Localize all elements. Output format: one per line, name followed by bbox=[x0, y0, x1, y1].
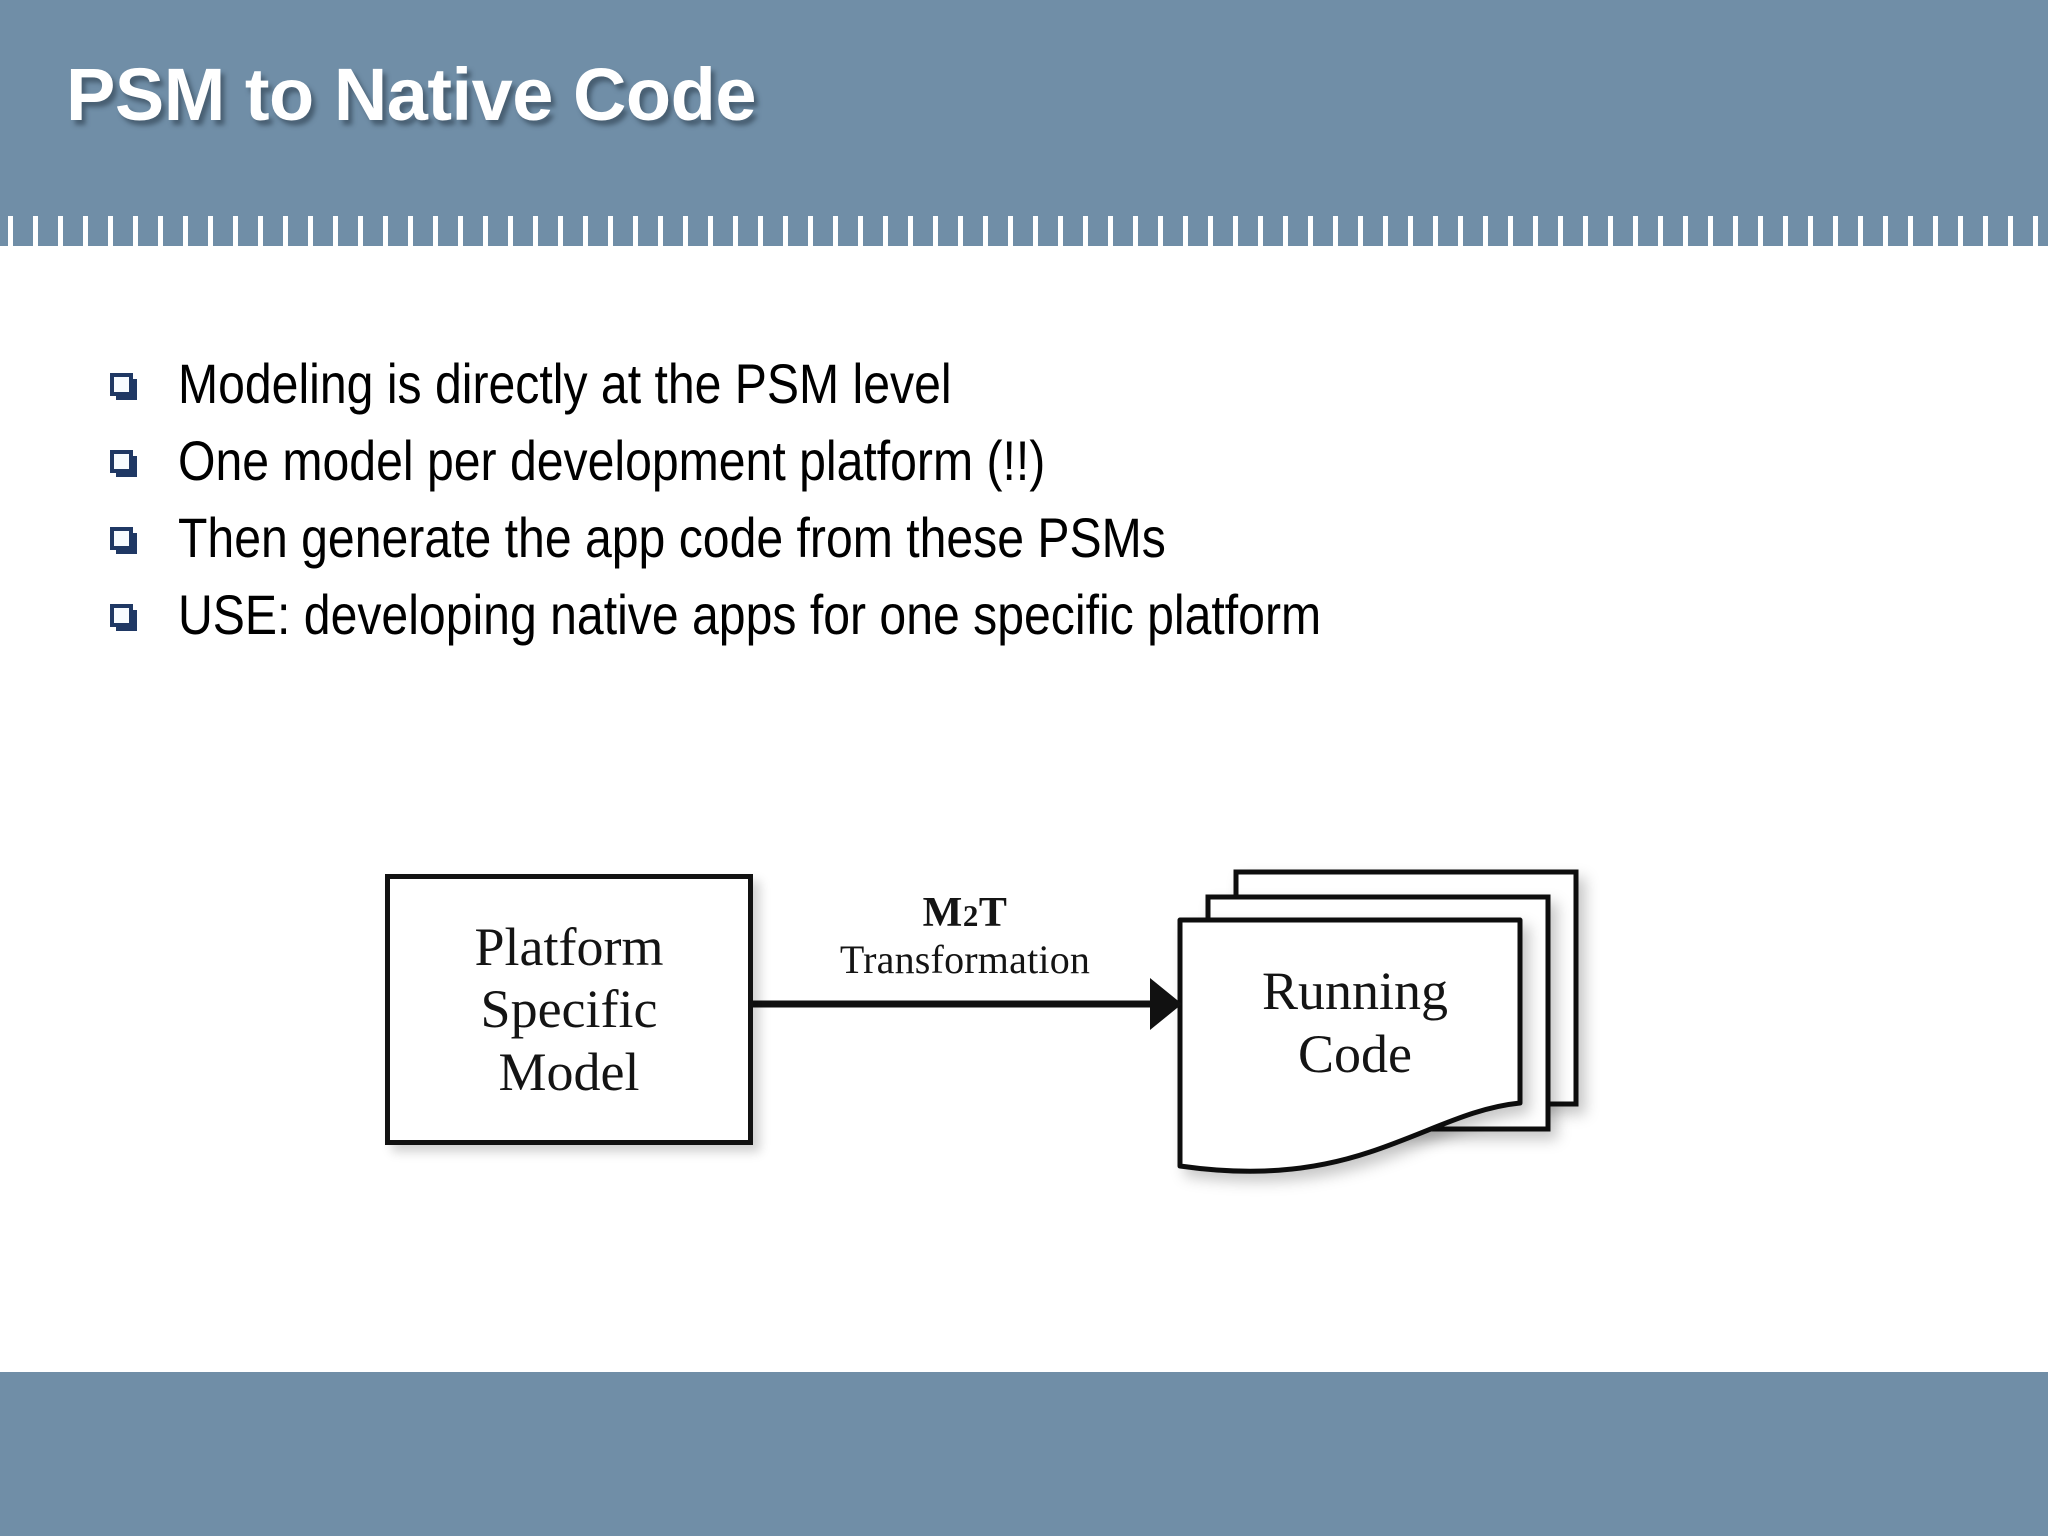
square-bullet-icon bbox=[110, 510, 178, 550]
list-item-label: One model per development platform (!!) bbox=[178, 429, 1046, 492]
m2t-arrow bbox=[753, 978, 1182, 1030]
m2t-suffix: T bbox=[978, 890, 1008, 936]
header-band bbox=[0, 0, 2048, 216]
psm-line-2: Specific bbox=[480, 979, 658, 1040]
tick-strip-decoration bbox=[0, 216, 2048, 246]
list-item-label: USE: developing native apps for one spec… bbox=[178, 583, 1322, 646]
square-bullet-icon bbox=[110, 587, 178, 627]
bullet-list: Modeling is directly at the PSM level On… bbox=[110, 356, 1910, 664]
m2t-label-line-1: M2T bbox=[790, 890, 1140, 937]
platform-specific-model-box: Platform Specific Model bbox=[385, 874, 753, 1145]
m2t-prefix: M bbox=[922, 890, 963, 936]
square-bullet-icon bbox=[110, 433, 178, 473]
running-code-line-1: Running bbox=[1261, 961, 1449, 1021]
psm-line-3: Model bbox=[498, 1041, 640, 1102]
m2t-subscript: 2 bbox=[962, 898, 979, 933]
m2t-transformation-label: M2T Transformation bbox=[790, 890, 1140, 983]
psm-line-1: Platform bbox=[474, 916, 664, 977]
running-code-line-2: Code bbox=[1298, 1023, 1412, 1084]
running-code-label: Running Code bbox=[1185, 960, 1525, 1085]
list-item: Then generate the app code from these PS… bbox=[110, 510, 1910, 587]
page-title: PSM to Native Code bbox=[66, 53, 757, 136]
list-item: USE: developing native apps for one spec… bbox=[110, 587, 1910, 664]
list-item: One model per development platform (!!) bbox=[110, 433, 1910, 510]
list-item-label: Modeling is directly at the PSM level bbox=[178, 352, 952, 415]
m2t-label-line-2: Transformation bbox=[839, 937, 1091, 983]
list-item: Modeling is directly at the PSM level bbox=[110, 356, 1910, 433]
square-bullet-icon bbox=[110, 356, 178, 396]
list-item-label: Then generate the app code from these PS… bbox=[178, 506, 1166, 569]
footer-band bbox=[0, 1372, 2048, 1536]
